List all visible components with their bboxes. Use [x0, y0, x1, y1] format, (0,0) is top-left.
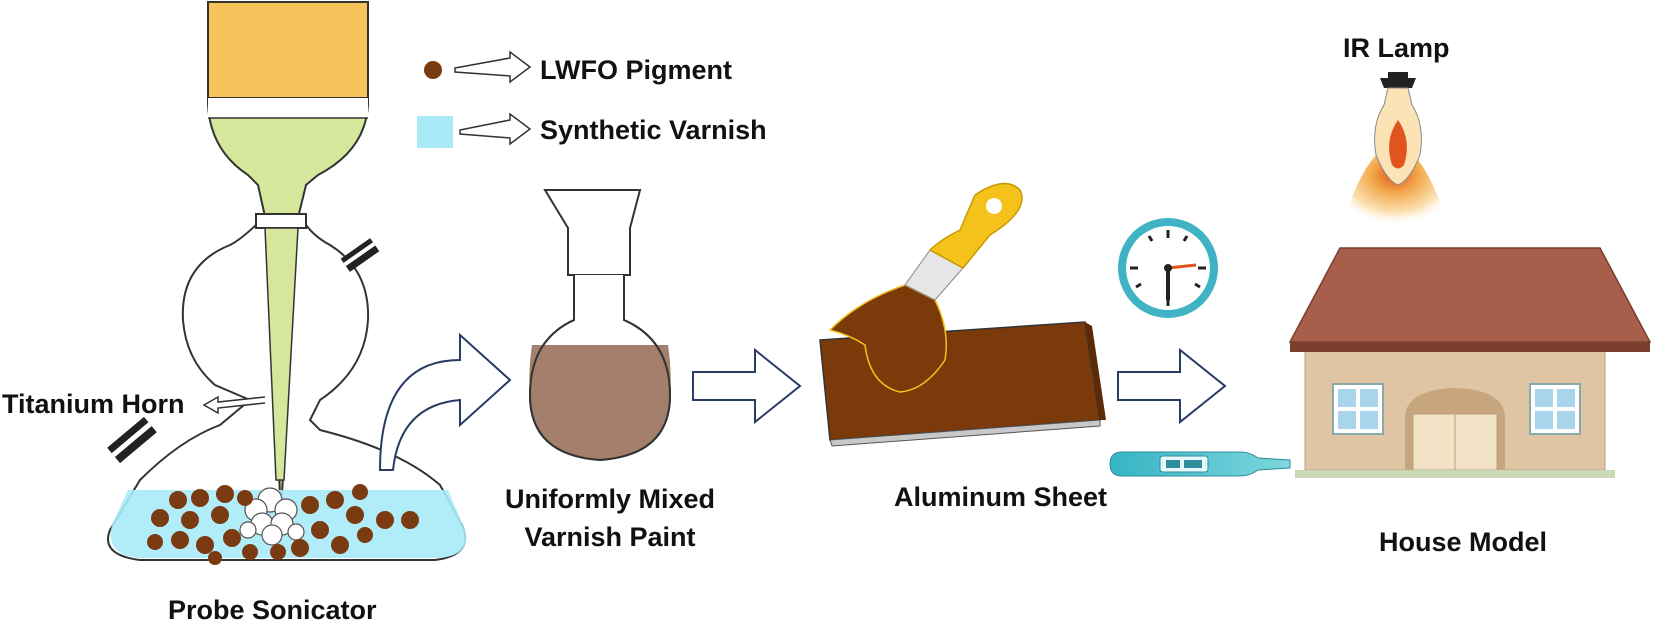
- paint-brush-icon: [828, 182, 1023, 393]
- thermometer-icon: [1109, 451, 1291, 477]
- clock-icon: [1118, 218, 1218, 318]
- aluminum-sheet-label: Aluminum Sheet: [894, 482, 1108, 512]
- right-arrow-icon: [692, 347, 802, 425]
- right-arrow-icon-2: [1117, 347, 1227, 425]
- round-flask-icon: [528, 189, 672, 462]
- sonicator-flask-icon: [107, 1, 467, 565]
- probe-sonicator-label: Probe Sonicator: [168, 595, 377, 625]
- pigment-legend-label: LWFO Pigment: [540, 55, 732, 85]
- mixed-paint-label-line2: Varnish Paint: [524, 522, 696, 552]
- mixed-paint-label-line1: Uniformly Mixed: [505, 484, 716, 514]
- house-model-label: House Model: [1379, 527, 1548, 557]
- varnish-legend-label: Synthetic Varnish: [540, 115, 767, 145]
- house-icon: [1288, 247, 1652, 478]
- ir-lamp-icon: [1340, 72, 1450, 230]
- titanium-horn-label: Titanium Horn: [2, 389, 185, 419]
- legend: [417, 50, 532, 148]
- curved-arrow-icon: [378, 332, 512, 471]
- pigment-legend-icon: [424, 61, 442, 79]
- ir-lamp-label: IR Lamp: [1343, 33, 1450, 63]
- varnish-legend-icon: [417, 116, 453, 148]
